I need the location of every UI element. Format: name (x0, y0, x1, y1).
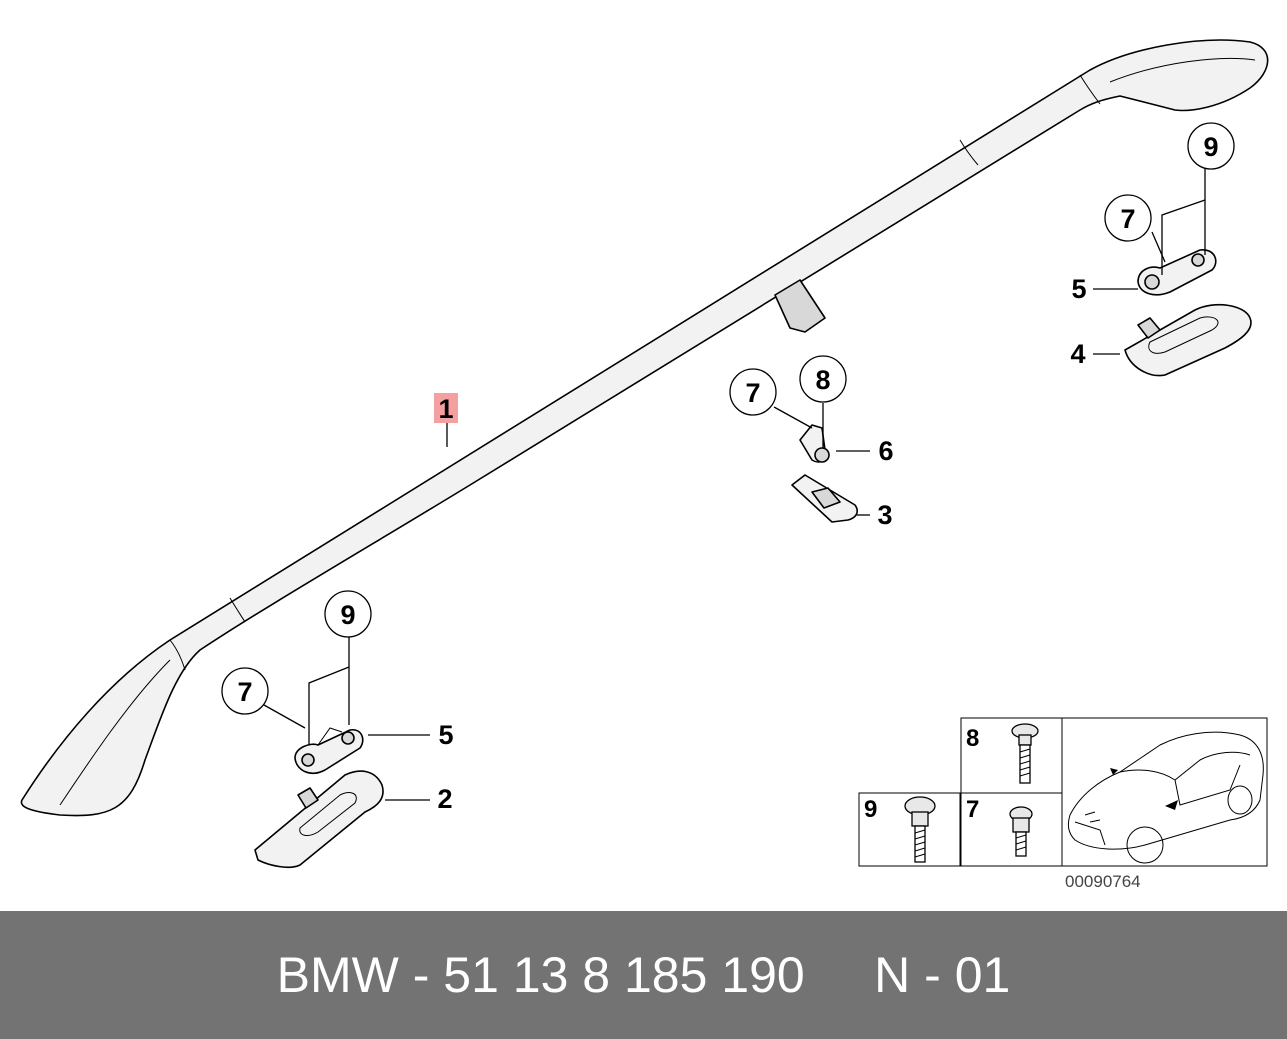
callout-4: 4 (1070, 339, 1085, 369)
footer-bar: BMW - 51 13 8 185 190 N - 01 (0, 911, 1287, 1039)
parts-diagram: 1 2 3 4 5 5 6 7 9 7 8 7 9 8 9 7 (20, 39, 1269, 891)
screw-8-icon (1011, 723, 1039, 784)
callout-6: 6 (878, 436, 893, 466)
callout-7-front: 7 (221, 667, 269, 715)
callout-3: 3 (877, 500, 892, 530)
svg-text:1: 1 (438, 394, 453, 424)
diagram-code: 00090764 (1065, 872, 1141, 891)
middle-base-part (791, 474, 858, 523)
svg-text:7: 7 (1120, 204, 1135, 234)
leader-lines (263, 168, 1206, 801)
callout-9-rear: 9 (1187, 122, 1235, 170)
callout-9-front: 9 (324, 590, 372, 638)
svg-text:7: 7 (237, 677, 252, 707)
front-cover-part (254, 770, 384, 868)
roof-rail (20, 39, 1269, 817)
rear-bracket-part (1137, 249, 1217, 296)
screw-7-icon (1009, 806, 1033, 857)
callout-7-rear: 7 (1104, 194, 1152, 242)
callout-8: 8 (799, 355, 847, 403)
callout-2: 2 (437, 784, 452, 814)
front-bracket-part (294, 727, 364, 774)
fastener-legend: 8 9 7 (858, 717, 1268, 891)
middle-bracket-part (799, 424, 830, 463)
footer-part-number: BMW - 51 13 8 185 190 N - 01 (276, 947, 1011, 1003)
callout-1: 1 (434, 393, 458, 424)
svg-text:7: 7 (745, 378, 760, 408)
legend-label-7: 7 (966, 796, 979, 823)
callout-5-rear: 5 (1071, 274, 1086, 304)
svg-text:9: 9 (340, 600, 355, 630)
svg-text:9: 9 (1203, 132, 1218, 162)
legend-label-9: 9 (864, 796, 877, 823)
svg-text:8: 8 (815, 365, 830, 395)
car-thumbnail-icon (1067, 731, 1264, 864)
legend-label-8: 8 (966, 725, 979, 752)
rear-cover-part (1124, 303, 1252, 377)
screw-9-icon (904, 796, 936, 863)
callout-7-middle: 7 (729, 368, 777, 416)
callout-5-front: 5 (438, 720, 453, 750)
